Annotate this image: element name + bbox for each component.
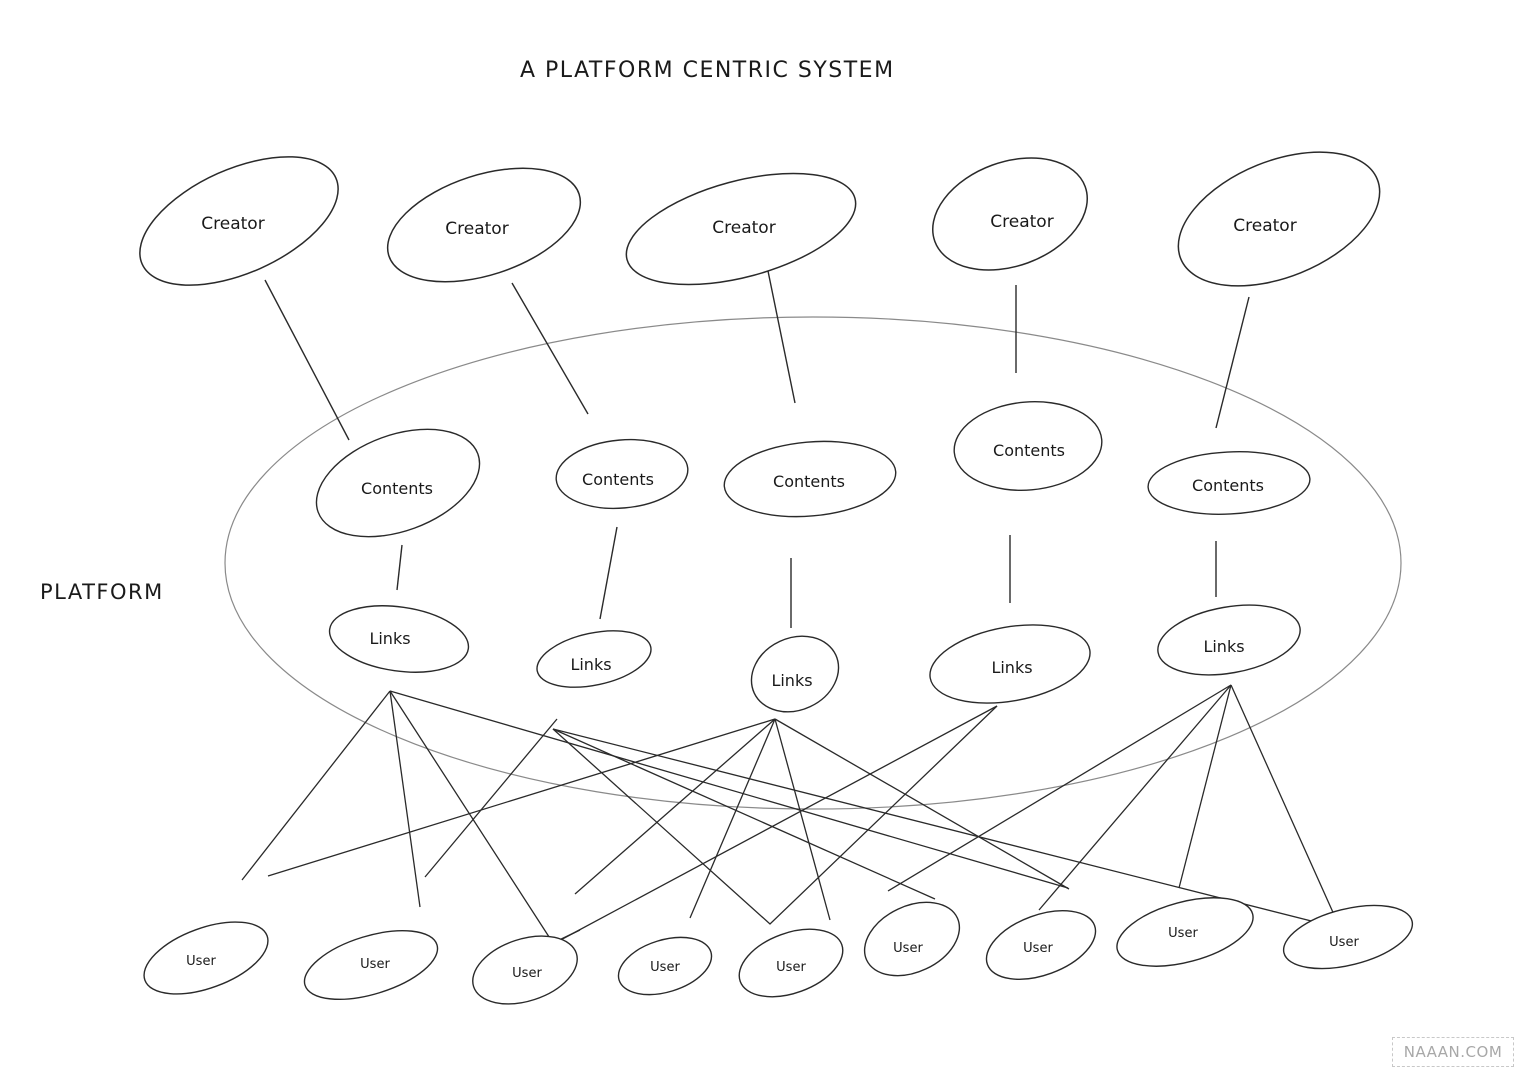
- links-nodes: Links Links Links Links Links: [325, 595, 1305, 725]
- user-label: User: [1329, 935, 1359, 950]
- connector-contents-2-links-2: [599, 526, 618, 620]
- links-node[interactable]: [1152, 595, 1305, 685]
- connector-creator-3-contents-3: [767, 270, 796, 404]
- connector-creator-1-contents-1: [264, 279, 350, 441]
- creator-label: Creator: [990, 212, 1053, 232]
- connector-links-2-branch: [424, 718, 558, 878]
- links-node[interactable]: [532, 622, 656, 697]
- user-label: User: [512, 966, 542, 981]
- connector-links-1-branch: [389, 690, 581, 944]
- connector-links-3-branch: [774, 718, 1070, 890]
- links-node[interactable]: [739, 622, 851, 725]
- creator-content-connectors: [264, 270, 1250, 441]
- connector-links-3-branch: [774, 718, 831, 921]
- connector-links-1-branch: [241, 690, 391, 881]
- connector-links-5-branch: [887, 684, 1232, 892]
- user-node[interactable]: [297, 917, 446, 1013]
- links-label: Links: [570, 655, 611, 674]
- contents-node[interactable]: [302, 409, 495, 557]
- user-label: User: [360, 957, 390, 972]
- user-label: User: [893, 941, 923, 956]
- creator-node[interactable]: [121, 130, 357, 311]
- creator-node[interactable]: [1159, 126, 1399, 313]
- contents-label: Contents: [361, 479, 433, 498]
- connector-contents-1-links-1: [396, 544, 403, 591]
- connector-links-1-branch: [389, 690, 421, 908]
- platform-boundary: [224, 316, 1402, 810]
- links-label: Links: [771, 671, 812, 690]
- connector-links-5-branch: [1038, 684, 1232, 911]
- contents-label: Contents: [582, 470, 654, 489]
- creator-node[interactable]: [615, 152, 868, 306]
- user-node[interactable]: [853, 888, 972, 990]
- content-link-connectors: [396, 526, 1217, 628]
- contents-node[interactable]: [950, 396, 1105, 497]
- connector-links-2-branch: [552, 728, 936, 900]
- user-node[interactable]: [1110, 885, 1261, 979]
- links-label: Links: [991, 658, 1032, 677]
- connector-links-3-branch: [574, 718, 776, 895]
- connector-links-1-branch: [389, 690, 1069, 889]
- creator-label: Creator: [1233, 216, 1296, 236]
- user-label: User: [1168, 926, 1198, 941]
- creator-label: Creator: [201, 214, 264, 234]
- connector-creator-2-contents-2: [511, 282, 589, 415]
- connector-links-4-branch: [554, 705, 998, 944]
- connector-links-3-branch: [267, 718, 776, 877]
- contents-node[interactable]: [1146, 448, 1311, 518]
- user-node[interactable]: [611, 927, 718, 1005]
- links-label: Links: [369, 629, 410, 648]
- platform-label: PLATFORM: [40, 580, 164, 604]
- links-node[interactable]: [325, 598, 473, 681]
- user-label: User: [650, 960, 680, 975]
- contents-label: Contents: [773, 472, 845, 491]
- watermark: NAAAN.COM: [1392, 1037, 1514, 1067]
- user-node[interactable]: [977, 897, 1105, 992]
- user-node[interactable]: [730, 916, 852, 1009]
- creator-node[interactable]: [917, 138, 1103, 290]
- user-label: User: [186, 954, 216, 969]
- connector-links-2-branch: [552, 728, 1340, 929]
- user-node[interactable]: [135, 908, 278, 1009]
- connector-links-5-branch: [1178, 684, 1232, 889]
- contents-label: Contents: [1192, 476, 1264, 495]
- connector-links-5-branch: [1230, 684, 1341, 929]
- connector-creator-5-contents-5: [1215, 296, 1250, 429]
- connector-links-2-branch: [552, 705, 998, 925]
- connector-links-3-branch: [689, 718, 776, 919]
- contents-node[interactable]: [721, 435, 899, 524]
- user-nodes: User User User User User User User User: [135, 885, 1419, 1016]
- contents-label: Contents: [993, 441, 1065, 460]
- user-label: User: [776, 960, 806, 975]
- creator-label: Creator: [712, 218, 775, 238]
- creator-node[interactable]: [373, 147, 594, 304]
- user-label: User: [1023, 941, 1053, 956]
- links-node[interactable]: [924, 613, 1096, 714]
- diagram-title: A PLATFORM CENTRIC SYSTEM: [520, 58, 895, 83]
- contents-node[interactable]: [553, 434, 690, 513]
- user-node[interactable]: [464, 924, 586, 1016]
- creator-nodes: Creator Creator Creator Creator Creator: [121, 126, 1399, 313]
- user-node[interactable]: [1277, 894, 1419, 980]
- links-label: Links: [1203, 637, 1244, 656]
- contents-nodes: Contents Contents Contents Contents Cont…: [302, 396, 1311, 557]
- creator-label: Creator: [445, 219, 508, 239]
